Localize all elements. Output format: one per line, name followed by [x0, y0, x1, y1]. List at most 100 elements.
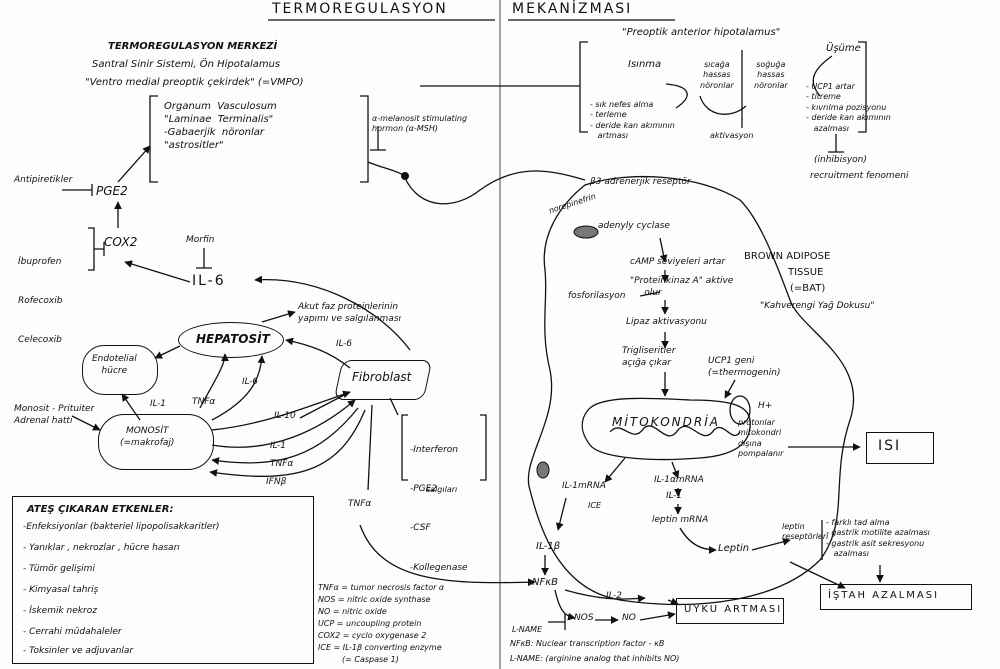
fib-products-bracket: [401, 414, 487, 481]
ucp1-label: UCP1 geni (=thermogenin): [708, 356, 781, 378]
istah-label: İŞTAH AZALMASI: [828, 590, 940, 601]
arrow-il1mrna-ice: [555, 497, 567, 531]
nsaid-celecoxib: Celecoxib: [18, 335, 62, 346]
endotel-cell: [82, 345, 158, 395]
arrow-adenylyl-camp: [659, 237, 668, 263]
label-tnf-mid: TNFα: [270, 459, 294, 469]
il1-receptor: [536, 461, 550, 479]
b3-label: β3 adrenerjik reseptör: [590, 177, 691, 187]
pge2-label: PGE2: [96, 184, 128, 198]
endotel-label: Endotelial hücre: [92, 354, 137, 376]
nsaid-rofecoxib: Rofecoxib: [18, 296, 63, 307]
label-il10: IL-10: [274, 411, 296, 421]
bat-title1: BROWN ADIPOSE: [744, 251, 831, 262]
neuron-axon: [367, 161, 406, 177]
mitochondria-cristae: [609, 425, 741, 437]
arrow-nfkb-il2: [564, 589, 646, 603]
ucp1-channel: [729, 395, 751, 425]
arrow-pge2-ovlt: [117, 145, 151, 183]
bat-cell-outline: [527, 175, 855, 606]
lipaz-label: Lipaz aktivasyonu: [626, 317, 707, 327]
ates-box: ATEŞ ÇIKARAN ETKENLER: -Enfeksiyonlar (b…: [12, 496, 314, 664]
product-csf: -CSF: [410, 523, 431, 534]
leptin-res-label: leptin reseptörleri: [782, 522, 829, 542]
mitochondria-outline: [581, 397, 751, 461]
adenyly-label: adenyly cyclase: [598, 221, 670, 231]
hepatosit-label: HEPATOSİT: [196, 332, 270, 346]
abbrev-list: TNFα = tumor necrosis factor α NOS = nit…: [318, 582, 444, 666]
abbrev-1: TNFα = tumor necrosis factor α: [318, 583, 445, 592]
label-il6-mid: IL-6: [242, 377, 258, 387]
label-il1-mid: IL-1: [270, 441, 286, 451]
il6-main-label: IL-6: [192, 273, 226, 289]
nsaid-list: İbuprofen Rofecoxib Celecoxib: [18, 230, 62, 360]
recruitment-label: recruitment fenomeni: [810, 171, 909, 181]
hepatosit-cell: [178, 322, 284, 358]
il1-label: IL-1: [666, 491, 682, 501]
label-tnf-left: TNFα: [192, 397, 216, 407]
arrow-fib-mono2: [209, 409, 366, 477]
hypo-bracket: [579, 41, 867, 133]
cold-effects: - UCP1 artar - titreme - kıvrılma pozisy…: [806, 82, 891, 133]
ovlt-bracket: [149, 95, 369, 183]
nfkb-label: NFκB: [532, 577, 558, 588]
arrow-usume: [812, 55, 833, 97]
ice-label: ICE: [588, 501, 601, 510]
morfin-label: Morfin: [186, 235, 215, 245]
il10-inhibit: [299, 391, 351, 419]
arrow-leptin-istah: [789, 561, 846, 589]
arrow-fib-il6: [254, 275, 411, 351]
ates-title: ATEŞ ÇIKARAN ETKENLER:: [27, 504, 174, 515]
footer-nfkb: NFκB: Nuclear transcription factor - κB: [510, 639, 665, 648]
center-title: TERMOREGULASYON MERKEZİ: [108, 41, 278, 52]
monosit-prl-label: Monosit - Prituiter Adrenal hattı: [14, 404, 95, 426]
abbrev-3: NO = nitric oxide: [318, 607, 387, 616]
arrow-mito-il1mrna: [604, 457, 626, 483]
morfin-inhibit: [196, 248, 212, 269]
arrow-hep-akut: [261, 310, 296, 323]
ates-item-2: - Yanıklar , nekrozlar , hücre hasarı: [23, 543, 180, 553]
arrow-no-uyku: [639, 611, 676, 621]
nsaid-ibuprofen: İbuprofen: [18, 257, 62, 268]
label-il6-fib: IL-6: [336, 339, 352, 349]
ates-item-7: - Toksinler ve adjuvanlar: [23, 646, 134, 656]
fosfor-label: fosforilasyon: [568, 291, 626, 301]
product-interferon: -Interferon: [410, 445, 458, 456]
center-line1: Santral Sinir Sistemi, Ön Hipotalamus: [92, 59, 281, 70]
leptin-mrna-label: leptin mRNA: [652, 515, 709, 525]
sicaga-label: sıcağa hassas nöronlar: [700, 60, 734, 90]
il1mrna-label: IL-1mRNA: [562, 481, 606, 491]
abbrev-4: UCP = uncoupling protein: [318, 619, 422, 628]
aktivasyon-label: aktivasyon: [710, 131, 754, 140]
mito-label: MİTOKONDRİA: [612, 415, 720, 429]
appetite-effects: - farklı tad alma - gastrik motilite aza…: [826, 518, 930, 559]
nsaid-bracket: [88, 227, 105, 271]
label-tnf-low: TNFα: [348, 499, 372, 509]
arrow-aktivasyon: [699, 95, 747, 115]
arrow-fib-tnf: [367, 404, 373, 491]
isinma-label: Isınma: [628, 59, 662, 70]
hypo-title: "Preoptik anterior hipotalamus": [622, 27, 781, 38]
title-right: MEKANİZMASI: [512, 1, 633, 17]
antipiretik-label: Antipiretikler: [14, 175, 73, 185]
monosit-label: MONOSİT (=makrofaj): [120, 426, 175, 448]
recruit-inhibit: [828, 134, 844, 153]
sympathetic-nerve: [404, 170, 586, 205]
arrow-leptin-rec: [751, 538, 791, 551]
uyku-label: UYKU ARTMASI: [684, 604, 783, 615]
ates-item-4: - Kimyasal tahriş: [23, 585, 99, 595]
ates-item-5: - İskemik nekroz: [23, 606, 97, 616]
il1b-label: IL-1β: [536, 541, 561, 552]
uyku-box: [676, 598, 784, 624]
label-il1-left: IL-1: [150, 399, 166, 409]
amsh-inhibit: [370, 126, 386, 151]
monosit-cell: [98, 414, 214, 470]
arrow-mito-il1amrna: [671, 461, 680, 479]
heat-effects: - sık nefes alma - terleme - deride kan …: [590, 100, 675, 141]
proton-label: protonlar mitokondri dışına pompalanır: [738, 418, 784, 459]
soguga-label: soğuğa hassas nöronlar: [754, 60, 788, 90]
product-kollegenase: -Kollegenase: [410, 562, 468, 573]
abbrev-6: ICE = IL-1β converting enzyme: [318, 643, 442, 652]
bat-title3: (=BAT): [790, 283, 826, 294]
